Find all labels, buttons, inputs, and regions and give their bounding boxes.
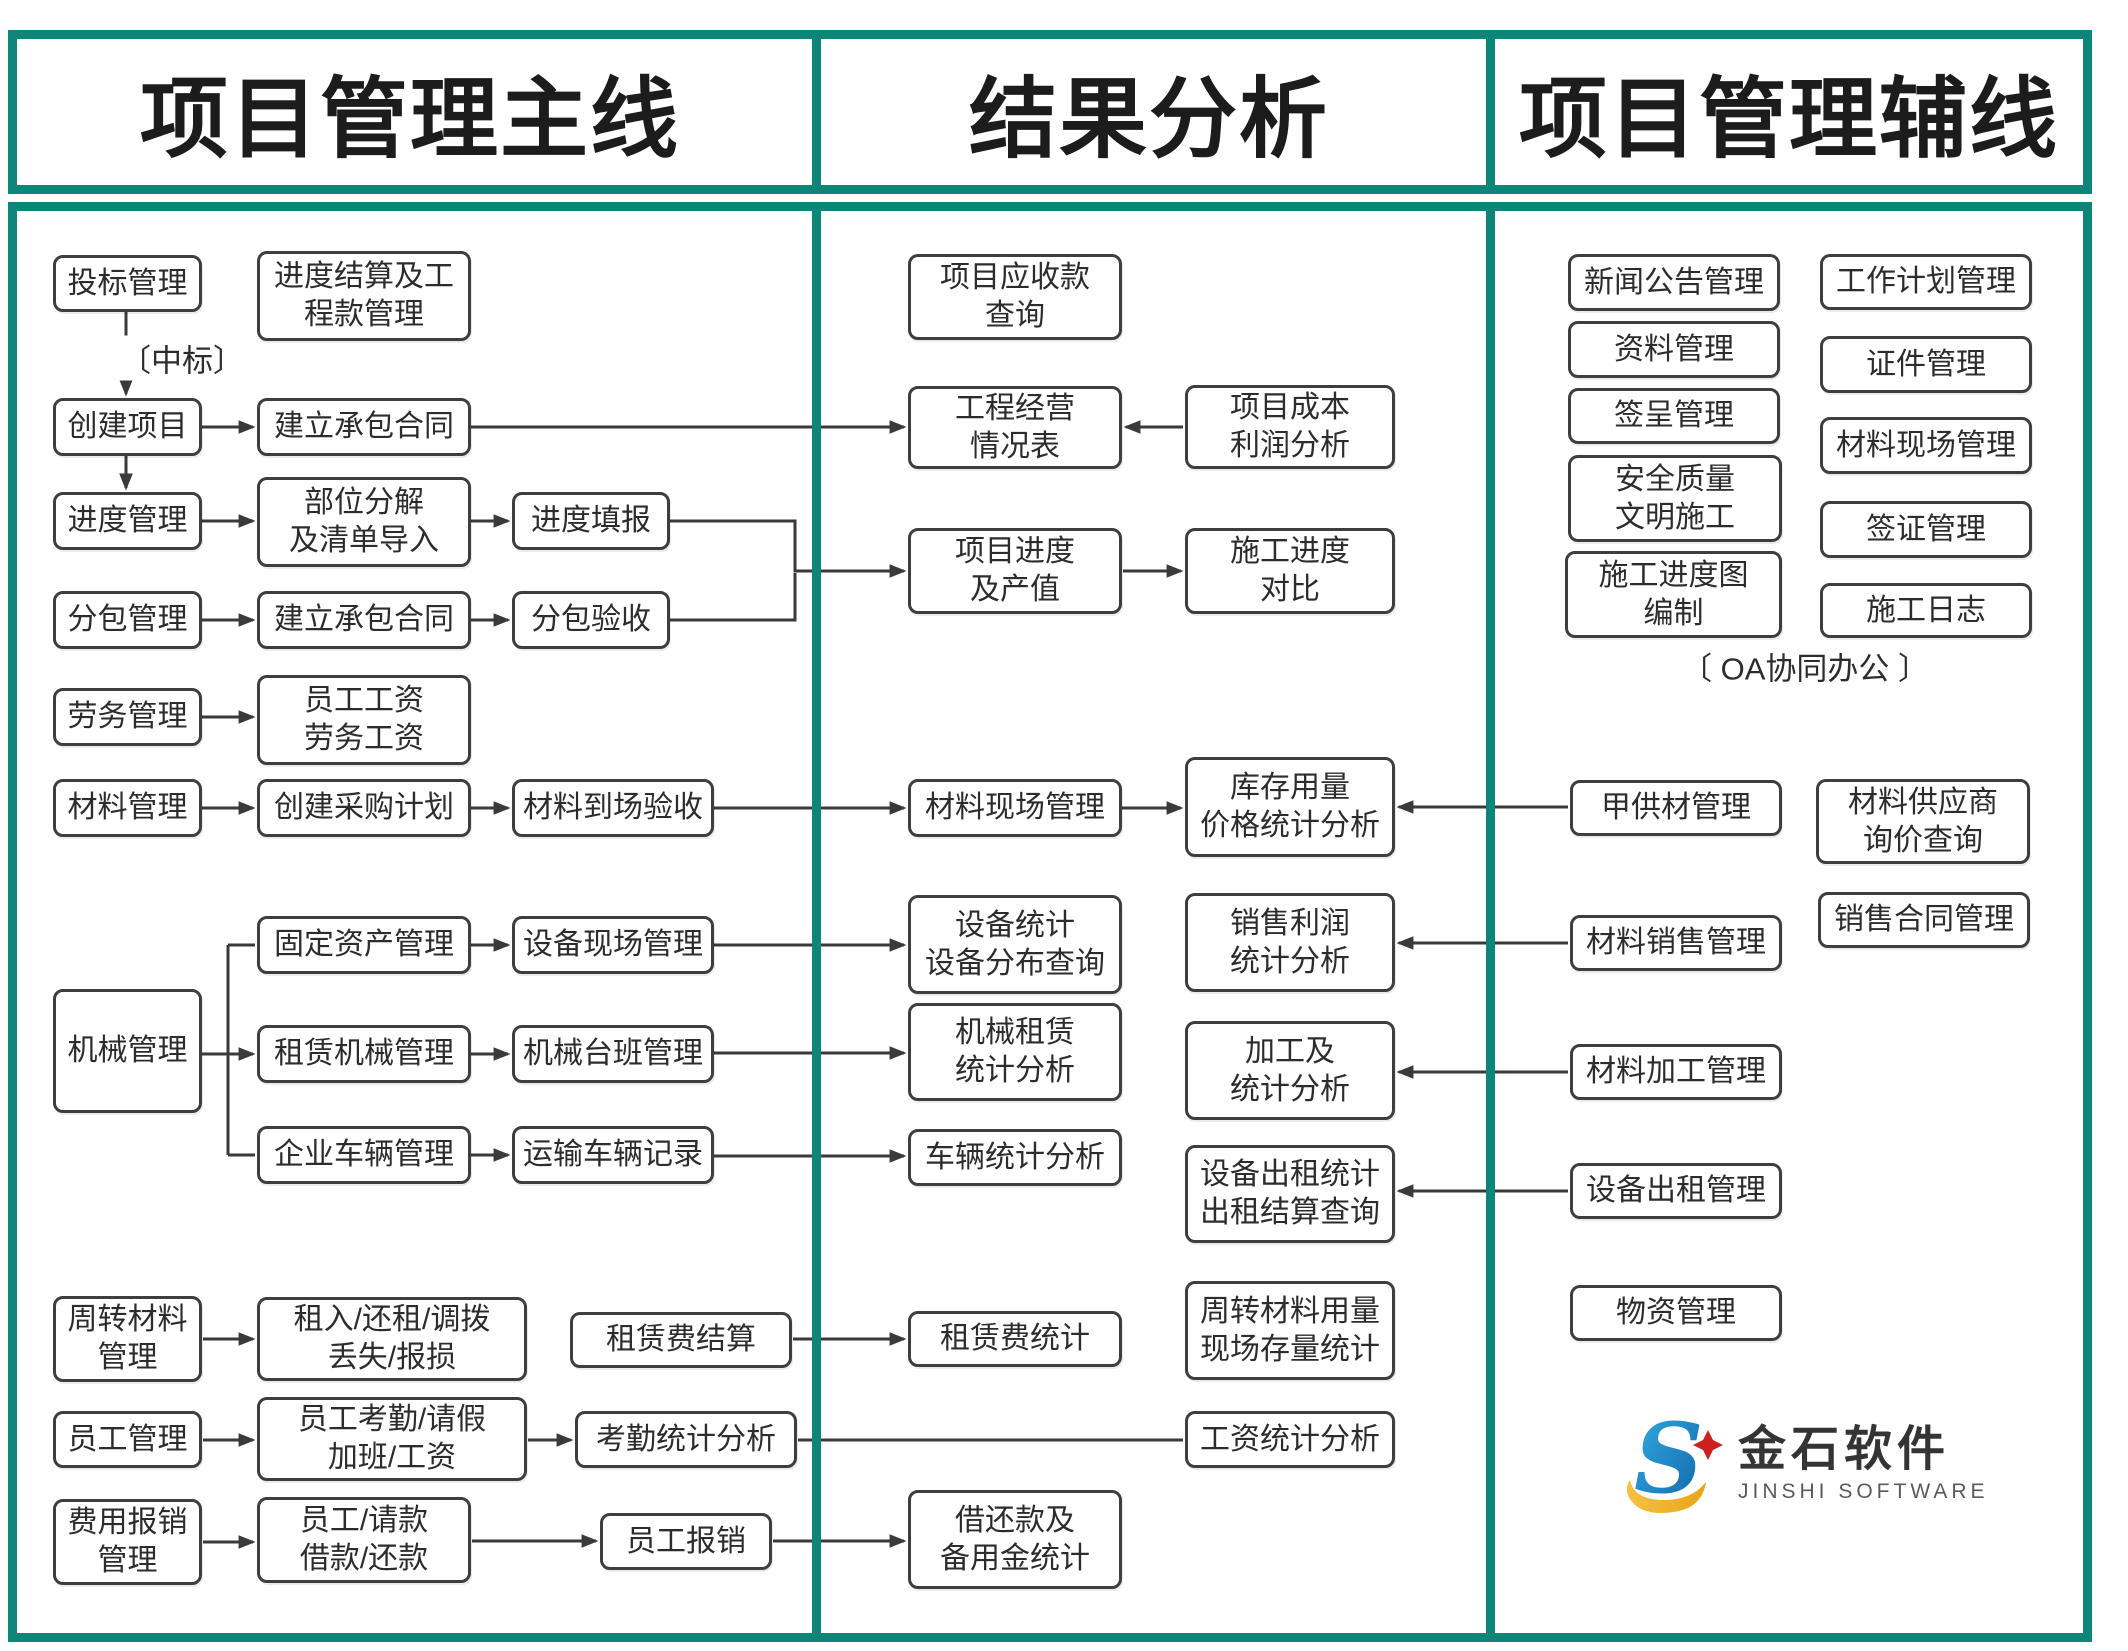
flow-connector xyxy=(670,573,797,622)
flow-node-inventory-stat: 库存用量 价格统计分析 xyxy=(1185,757,1395,857)
flow-node-attendance: 员工考勤/请假 加班/工资 xyxy=(257,1397,527,1481)
flow-node-expense-mgmt: 费用报销 管理 xyxy=(53,1499,202,1585)
flow-node-news-mgmt: 新闻公告管理 xyxy=(1568,254,1780,311)
annotation-oa-office: 〔 OA协同办公 〕 xyxy=(1676,643,1934,689)
flow-node-rent-out-stat: 设备出租统计 出租结算查询 xyxy=(1185,1145,1395,1243)
column-title-aux-line: 项目管理辅线 xyxy=(1518,66,2060,171)
flow-node-construct-compare: 施工进度 对比 xyxy=(1185,528,1395,614)
flow-node-fixed-assets: 固定资产管理 xyxy=(257,916,471,974)
column-divider xyxy=(1486,30,1495,194)
column-title-result-analysis: 结果分析 xyxy=(968,66,1330,171)
flow-node-employee-mgmt: 员工管理 xyxy=(53,1411,202,1468)
flow-node-material-process: 材料加工管理 xyxy=(1570,1044,1782,1100)
flow-node-sales-contract: 销售合同管理 xyxy=(1818,892,2030,948)
flow-node-work-plan: 工作计划管理 xyxy=(1820,254,2032,310)
flow-node-receivable-query: 项目应收款 查询 xyxy=(908,254,1122,340)
flow-node-vehicle-stat: 车辆统计分析 xyxy=(908,1129,1122,1186)
flow-node-material-sales: 材料销售管理 xyxy=(1570,915,1782,971)
flow-node-bid-mgmt: 投标管理 xyxy=(53,255,202,312)
flow-node-machine-rent-stat: 机械租赁 统计分析 xyxy=(908,1003,1122,1101)
flow-node-equip-rent-mgmt: 设备出租管理 xyxy=(1570,1163,1782,1219)
flow-node-construct-chart: 施工进度图 编制 xyxy=(1565,551,1782,638)
flow-node-progress-mgmt: 进度管理 xyxy=(53,492,202,550)
flow-node-wages: 员工工资 劳务工资 xyxy=(257,675,471,765)
flow-node-goods-mgmt: 物资管理 xyxy=(1570,1285,1782,1341)
flow-node-equip-site-mgmt: 设备现场管理 xyxy=(512,916,714,974)
flow-node-doc-mgmt: 资料管理 xyxy=(1568,321,1780,378)
flow-node-progress-fill: 进度填报 xyxy=(512,492,670,550)
flow-node-equip-stat: 设备统计 设备分布查询 xyxy=(908,895,1122,994)
jinshi-logo: S 金石软件 JINSHI SOFTWARE xyxy=(1620,1408,1989,1520)
column-title-main-line: 项目管理主线 xyxy=(139,66,681,171)
flow-node-contract-build-2: 建立承包合同 xyxy=(257,591,471,649)
flow-node-material-mgmt: 材料管理 xyxy=(53,779,202,837)
flow-node-turnover-stat: 周转材料用量 现场存量统计 xyxy=(1185,1281,1395,1380)
flow-node-material-site-right: 材料现场管理 xyxy=(1820,417,2032,474)
flow-node-visa-mgmt: 签证管理 xyxy=(1820,501,2032,558)
flow-node-sign-mgmt: 签呈管理 xyxy=(1568,388,1780,444)
flow-node-cost-profit: 项目成本 利润分析 xyxy=(1185,385,1395,469)
flow-node-attendance-stat: 考勤统计分析 xyxy=(575,1411,797,1468)
flow-node-supplier-inquiry: 材料供应商 询价查询 xyxy=(1816,779,2030,864)
flow-node-rent-fee-stat: 租赁费统计 xyxy=(908,1311,1122,1367)
flow-node-subcontract-mgmt: 分包管理 xyxy=(53,591,202,649)
flow-node-machine-shift: 机械台班管理 xyxy=(512,1025,714,1083)
flow-node-request-loan: 员工/请款 借款/还款 xyxy=(257,1497,471,1583)
column-divider xyxy=(812,202,821,1642)
flow-node-cert-mgmt: 证件管理 xyxy=(1820,336,2032,393)
jinshi-logo-icon: S xyxy=(1626,1408,1723,1515)
logo-text-en: JINSHI SOFTWARE xyxy=(1738,1480,1989,1503)
flow-node-wage-stat: 工资统计分析 xyxy=(1185,1411,1395,1468)
svg-text:S: S xyxy=(1634,1408,1703,1515)
flow-node-subcontract-accept: 分包验收 xyxy=(512,591,670,649)
flow-connector xyxy=(670,519,907,578)
flow-node-owner-supply: 甲供材管理 xyxy=(1570,780,1782,836)
flow-node-machinery-mgmt: 机械管理 xyxy=(53,989,202,1113)
flow-node-transport-record: 运输车辆记录 xyxy=(512,1126,714,1184)
flow-node-labor-mgmt: 劳务管理 xyxy=(53,688,202,746)
flow-node-create-project: 创建项目 xyxy=(53,398,202,456)
logo-text-cn: 金石软件 xyxy=(1738,1423,1951,1476)
flow-node-purchase-plan: 创建采购计划 xyxy=(257,779,471,837)
flow-node-contract-build-1: 建立承包合同 xyxy=(257,398,471,456)
flow-node-rent-fee-settle: 租赁费结算 xyxy=(570,1312,792,1368)
flow-node-progress-settlement: 进度结算及工 程款管理 xyxy=(257,251,471,341)
flow-node-material-site-mid: 材料现场管理 xyxy=(908,779,1122,837)
column-divider xyxy=(1486,202,1495,1642)
flow-node-safety-quality: 安全质量 文明施工 xyxy=(1568,455,1782,542)
flow-node-process-stat: 加工及 统计分析 xyxy=(1185,1021,1395,1120)
flow-node-operation-table: 工程经营 情况表 xyxy=(908,386,1122,469)
flow-node-rental-machine: 租赁机械管理 xyxy=(257,1025,471,1083)
annotation-win-bid: 〔中标〕 xyxy=(116,335,248,381)
flow-node-construct-log: 施工日志 xyxy=(1820,583,2032,638)
flow-node-material-arrival: 材料到场验收 xyxy=(512,779,714,837)
flow-node-turnover-material: 周转材料 管理 xyxy=(53,1296,202,1382)
flow-node-part-decompose: 部位分解 及清单导入 xyxy=(257,477,471,567)
flow-node-progress-value: 项目进度 及产值 xyxy=(908,528,1122,614)
flow-node-sales-profit-stat: 销售利润 统计分析 xyxy=(1185,893,1395,992)
flow-node-company-vehicle: 企业车辆管理 xyxy=(257,1126,471,1184)
column-divider xyxy=(812,30,821,194)
flow-node-rent-in: 租入/还租/调拨 丢失/报损 xyxy=(257,1297,527,1381)
flow-node-employee-reimburse: 员工报销 xyxy=(600,1513,772,1570)
flow-node-loan-stat: 借还款及 备用金统计 xyxy=(908,1490,1122,1589)
